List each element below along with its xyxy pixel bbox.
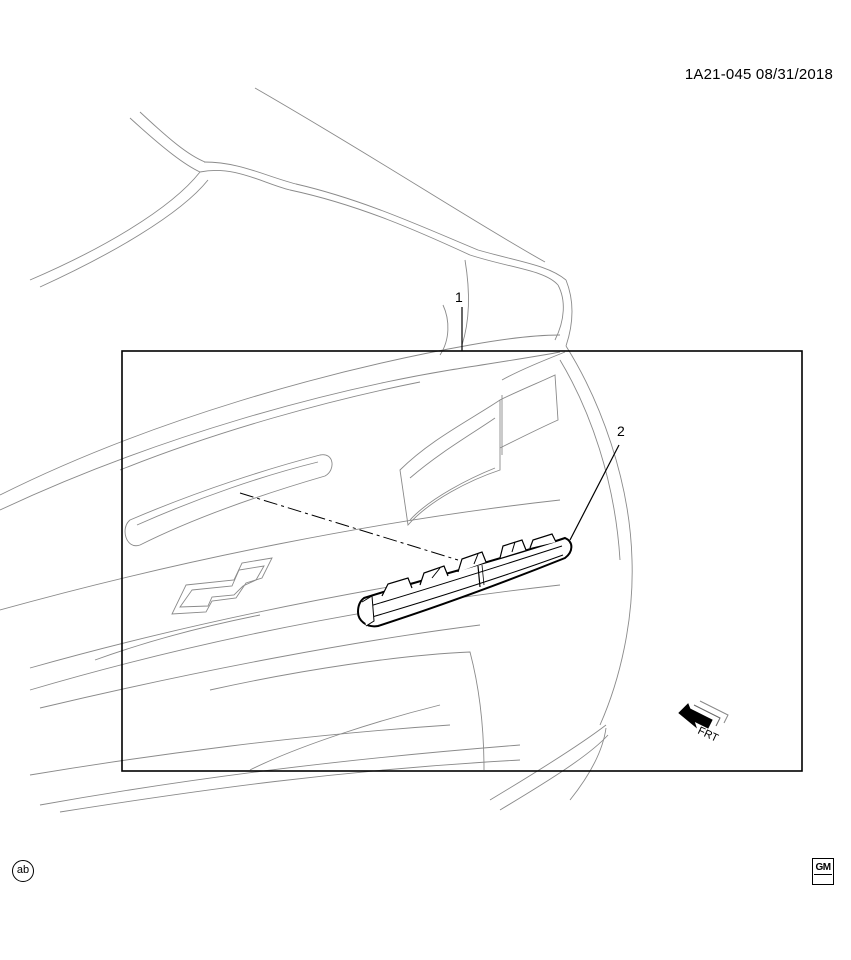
callout-2-leader — [569, 444, 620, 541]
callout-2-label: 2 — [617, 423, 625, 439]
vehicle-rear-outline — [0, 87, 633, 813]
view-code-badge: ab — [12, 860, 34, 882]
high-mount-stop-lamp — [356, 533, 573, 628]
gm-logo-letters: GM — [814, 862, 832, 875]
direction-indicator-label: FRT — [696, 725, 721, 745]
callout-1-label: 1 — [455, 289, 463, 305]
gm-logo-icon: GM — [812, 858, 834, 885]
document-id: 1A21-045 08/31/2018 — [684, 66, 833, 83]
installation-centerline — [239, 492, 459, 561]
front-direction-arrow-icon — [678, 700, 729, 729]
gm-logo-underline — [814, 876, 832, 883]
